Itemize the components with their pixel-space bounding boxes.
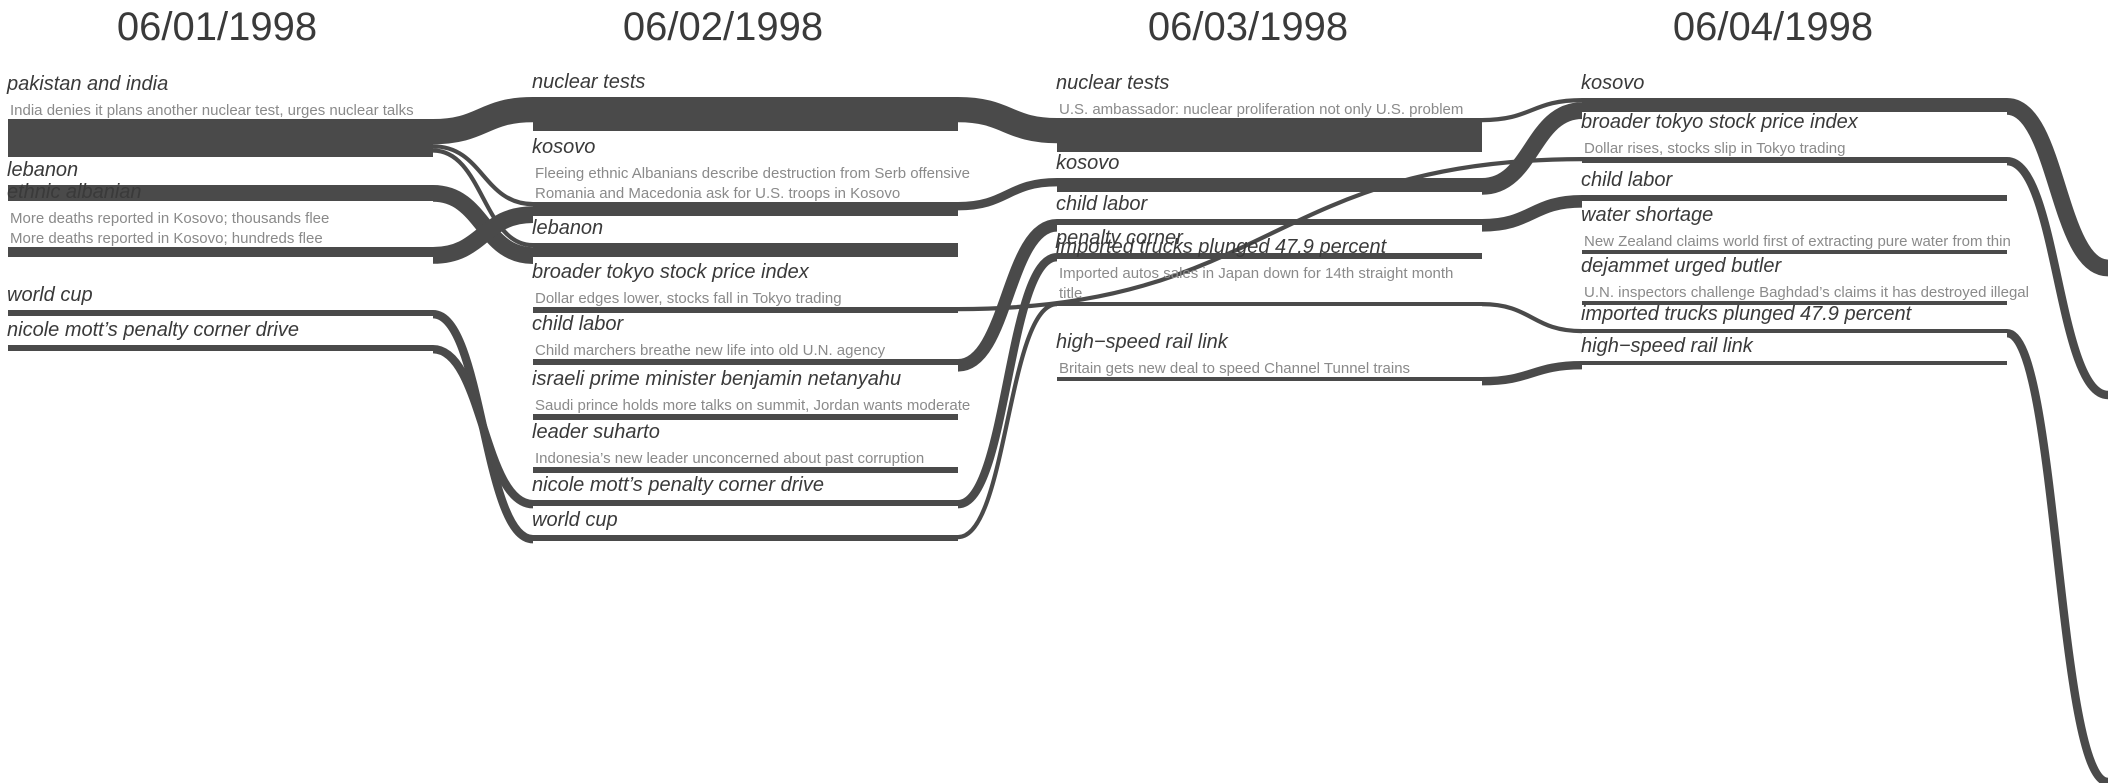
topic-label-d1-mott: nicole mott’s penalty corner drive	[7, 319, 299, 341]
flow-d1-pakistan-to-d2-nuclear	[432, 97, 534, 145]
flow-d3-child-to-d4-child	[1481, 195, 1583, 232]
topic-bar-d2-kosovo	[533, 202, 958, 216]
topic-bar-d4-dejammet	[1582, 301, 2007, 305]
topic-bar-d2-tokyo	[533, 307, 958, 313]
story-label-d3-nuclear-1: U.S. ambassador: nuclear proliferation n…	[1059, 101, 1463, 118]
flow-d1-mott-to-d2-mott	[432, 345, 534, 509]
story-label-d3-rail-1: Britain gets new deal to speed Channel T…	[1059, 360, 1410, 377]
topic-bar-d3-nuclear	[1057, 118, 1482, 152]
flow-d3-rail-to-d4-rail	[1481, 361, 1583, 386]
story-label-d1-ethnic-2: More deaths reported in Kosovo; hundreds…	[10, 230, 323, 247]
topic-label-d3-kosovo: kosovo	[1056, 152, 1119, 174]
topic-bar-d2-lebanon	[533, 243, 958, 257]
topic-bar-d3-trucks	[1057, 302, 1482, 306]
bars-layer	[8, 97, 2007, 541]
flow-d3-kosovo-to-d4-kosovo	[1481, 102, 1583, 195]
topic-label-d2-mott: nicole mott’s penalty corner drive	[532, 474, 824, 496]
topic-label-d2-tokyo: broader tokyo stock price index	[532, 261, 810, 283]
topic-bar-d3-penalty	[1057, 253, 1482, 259]
story-label-d3-trucks-1: Imported autos sales in Japan down for 1…	[1059, 265, 1453, 282]
story-label-d2-kosovo-2: Romania and Macedonia ask for U.S. troop…	[535, 185, 900, 202]
topic-label-d2-kosovo: kosovo	[532, 136, 595, 158]
topic-bar-d2-child	[533, 359, 958, 365]
flows-layer	[432, 97, 2110, 783]
topic-label-d4-trucks: imported trucks plunged 47.9 percent	[1581, 303, 1913, 325]
topic-label-d4-water: water shortage	[1581, 204, 1713, 226]
topic-label-d3-penalty: penalty corner	[1055, 227, 1184, 249]
flow-d2-kosovo-to-d3-kosovo	[957, 178, 1058, 211]
topic-label-d3-nuclear: nuclear tests	[1056, 72, 1169, 94]
topic-label-d2-nuclear: nuclear tests	[532, 71, 645, 93]
topic-bar-d3-rail	[1057, 377, 1482, 381]
topic-label-d2-suharto: leader suharto	[532, 421, 660, 443]
story-label-d2-child-1: Child marchers breathe new life into old…	[535, 342, 886, 359]
story-label-d4-dejammet-1: U.N. inspectors challenge Baghdad’s clai…	[1584, 284, 2029, 301]
topic-bar-d4-trucks	[1582, 329, 2007, 333]
topic-bar-d1-mott	[8, 345, 433, 351]
topic-label-d2-israeli: israeli prime minister benjamin netanyah…	[532, 368, 901, 390]
topic-bar-d2-mott	[533, 500, 958, 506]
flow-d2-child-to-d3-child	[957, 219, 1058, 372]
topic-label-d2-worldcup: world cup	[532, 509, 618, 531]
topic-bar-d4-kosovo	[1582, 98, 2007, 112]
topic-bar-d3-child	[1057, 219, 1482, 225]
topic-bar-d1-worldcup	[8, 310, 433, 316]
topic-bar-d4-rail	[1582, 361, 2007, 365]
topic-bar-d1-lebanon	[8, 185, 433, 201]
story-label-d1-pakistan-1: India denies it plans another nuclear te…	[10, 102, 414, 119]
topic-label-d4-child: child labor	[1581, 169, 1674, 191]
story-label-d2-israeli-1: Saudi prince holds more talks on summit,…	[535, 397, 970, 414]
topic-label-d1-lebanon: lebanon	[7, 159, 78, 181]
topic-label-d2-lebanon: lebanon	[532, 217, 603, 239]
topic-label-d3-trucks: imported trucks plunged 47.9 percent	[1056, 236, 1388, 258]
topic-bar-d2-israeli	[533, 414, 958, 420]
flow-d3-trucks-to-d4-trucks	[1481, 302, 1583, 334]
topic-label-d4-rail: high−speed rail link	[1581, 335, 1754, 357]
topic-bar-d4-tokyo	[1582, 157, 2007, 163]
flow-d1-pakistan-to-d2-kosovo	[432, 144, 534, 207]
topic-label-d3-rail: high−speed rail link	[1056, 331, 1229, 353]
date-label-3: 06/03/1998	[1148, 5, 1348, 49]
flow-d4-trucks-to-next-day	[2005, 329, 2110, 783]
topic-label-d1-pakistan: pakistan and india	[6, 73, 168, 95]
story-label-d1-ethnic-1: More deaths reported in Kosovo; thousand…	[10, 210, 329, 227]
topic-bar-d2-nuclear	[533, 97, 958, 131]
flow-d2-mott-to-d3-penalty	[957, 253, 1058, 509]
labels-layer: 06/01/1998 06/02/1998 06/03/1998 06/04/1998…	[6, 5, 2029, 531]
topic-label-d4-tokyo: broader tokyo stock price index	[1581, 111, 1859, 133]
topic-label-d4-kosovo: kosovo	[1581, 72, 1644, 94]
date-label-4: 06/04/1998	[1673, 5, 1873, 49]
story-label-d4-water-1: New Zealand claims world first of extrac…	[1584, 233, 2011, 250]
date-label-1: 06/01/1998	[117, 5, 317, 49]
story-label-d3-trucks-2: title	[1059, 285, 1082, 302]
flow-d2-nuclear-to-d3-nuclear	[957, 97, 1058, 144]
topic-bar-d2-suharto	[533, 467, 958, 473]
date-label-2: 06/02/1998	[623, 5, 823, 49]
flow-d3-nuclear-to-d4-kosovo	[1481, 98, 1583, 123]
topic-label-d1-ethnic: ethnic albanian	[7, 181, 142, 203]
flow-d4-kosovo-to-next-day	[2005, 98, 2110, 277]
flow-d2-tokyo-to-d4-tokyo	[957, 157, 1583, 312]
topic-bar-d3-kosovo	[1057, 178, 1482, 192]
story-label-d2-suharto-1: Indonesia’s new leader unconcerned about…	[535, 450, 924, 467]
flow-d1-ethnic-to-d2-kosovo	[432, 206, 534, 264]
story-label-d2-kosovo-1: Fleeing ethnic Albanians describe destru…	[535, 165, 970, 182]
topic-label-d2-child: child labor	[532, 313, 625, 335]
topic-bar-d2-worldcup	[533, 535, 958, 541]
topic-bar-d4-child	[1582, 195, 2007, 201]
story-label-d2-tokyo-1: Dollar edges lower, stocks fall in Tokyo…	[535, 290, 842, 307]
story-label-d4-tokyo-1: Dollar rises, stocks slip in Tokyo tradi…	[1584, 140, 1846, 157]
topic-label-d3-child: child labor	[1056, 193, 1149, 215]
topic-bar-d1-ethnic	[8, 247, 433, 257]
flow-d4-tokyo-to-next-day	[2006, 157, 2109, 400]
topic-bar-d4-water	[1582, 250, 2007, 254]
topic-bar-d1-pakistan	[8, 119, 433, 157]
topic-label-d1-worldcup: world cup	[7, 284, 93, 306]
topic-label-d4-dejammet: dejammet urged butler	[1581, 255, 1782, 277]
flow-d2-worldcup-to-d3-trucks	[957, 302, 1058, 540]
flow-d1-pakistan-to-d2-lebanon	[432, 148, 534, 248]
